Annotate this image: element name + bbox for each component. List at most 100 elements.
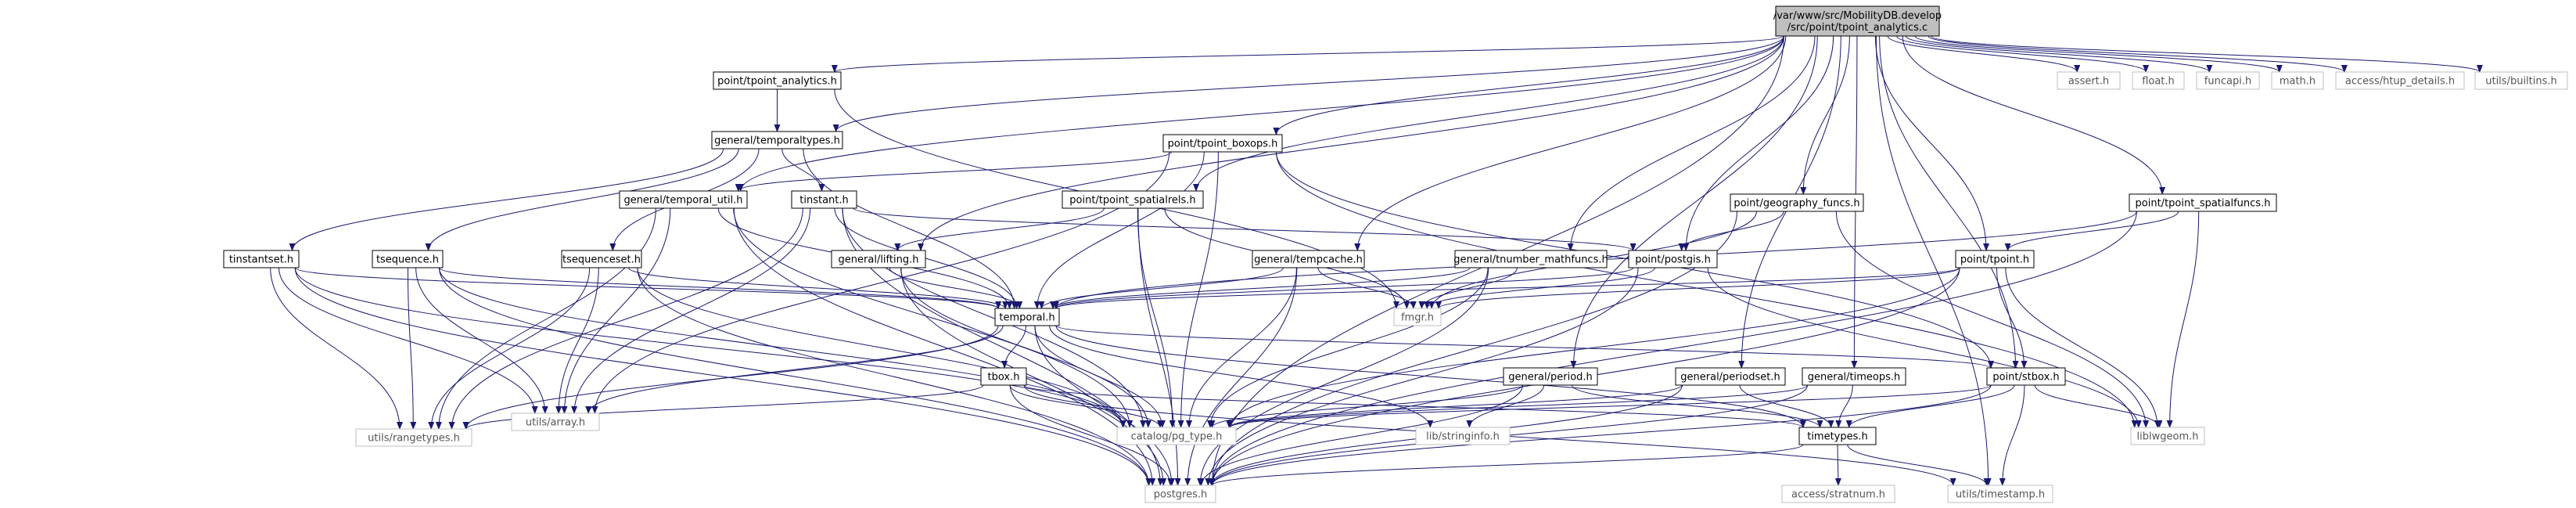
edge-temporal_util_h-to-rangetypes_h	[435, 207, 656, 430]
edge-temporal_h-to-tbox_h	[1001, 325, 1026, 369]
node-box	[1116, 427, 1237, 445]
node-periodset-h[interactable]: general/periodset.h	[1675, 367, 1786, 386]
node-htup-details-h: access/htup_details.h	[2335, 71, 2465, 90]
edge-root-to-tpoint_boxops_h	[1273, 35, 1784, 135]
node-stratnum-h: access/stratnum.h	[1781, 485, 1895, 503]
node-tnumber-mathfuncs-h[interactable]: general/tnumber_mathfuncs.h	[1453, 250, 1608, 268]
edge-temporal_h-to-timetypes_h	[1055, 325, 1806, 428]
edge-tinstantset_h-to-array_h	[278, 267, 538, 414]
node-builtins-h: utils/builtins.h	[2474, 71, 2568, 90]
node-timeops-h[interactable]: general/timeops.h	[1802, 367, 1906, 386]
node-tinstantset-h[interactable]: tinstantset.h	[223, 250, 300, 268]
node-label: fmgr.h	[1401, 312, 1434, 324]
node-temporal-h[interactable]: temporal.h	[994, 308, 1060, 326]
node-box	[223, 250, 300, 268]
node-label: utils/rangetypes.h	[368, 433, 460, 445]
node-geography-funcs-h[interactable]: point/geography_funcs.h	[1730, 193, 1864, 212]
root-label-line: /src/point/tpoint_analytics.c	[1787, 22, 1928, 34]
node-tbox-h[interactable]: tbox.h	[980, 367, 1027, 386]
edge-tinstantset_h-to-rangetypes_h	[270, 267, 403, 430]
edge-periodset_h-to-timetypes_h	[1739, 384, 1834, 428]
node-tpoint-spatialfuncs-h[interactable]: point/tpoint_spatialfuncs.h	[2129, 193, 2277, 212]
node-tpoint-h[interactable]: point/tpoint.h	[1955, 250, 2035, 268]
node-postgres-h: postgres.h	[1144, 485, 1216, 503]
edge-tinstant_h-to-postgis_h	[853, 207, 1636, 251]
edge-root-to-tpoint_spatialrels_h	[1193, 35, 1784, 192]
node-box	[2196, 71, 2260, 90]
node-label: point/tpoint.h	[1960, 254, 2029, 266]
edge-tinstantset_h-to-pg_type_h	[294, 267, 1126, 428]
node-stbox-h[interactable]: point/stbox.h	[1986, 367, 2066, 386]
edge-temporaltypes_h-to-tinstant_h	[781, 148, 825, 192]
node-timetypes-h[interactable]: timetypes.h	[1798, 427, 1877, 445]
edge-tinstant_h-to-postgres_h	[842, 207, 1164, 486]
node-temporal-util-h[interactable]: general/temporal_util.h	[619, 190, 748, 209]
edge-tpoint_boxops_h-to-temporal_h	[1033, 151, 1205, 309]
node-tpoint-boxops-h[interactable]: point/tpoint_boxops.h	[1162, 134, 1283, 153]
edge-root-to-builtins_h	[1931, 35, 2483, 73]
node-box	[1144, 485, 1216, 503]
edge-postgis_h-to-temporal_h	[1053, 267, 1634, 309]
node-box	[1628, 250, 1718, 268]
node-box	[1415, 427, 1511, 445]
edge-root-to-htup_details_h	[1928, 35, 2348, 73]
node-assert-h: assert.h	[2057, 71, 2121, 90]
node-label: point/tpoint_boxops.h	[1168, 139, 1278, 150]
edge-tpoint_spatialfuncs_h-to-tpoint_h	[2004, 211, 2179, 251]
node-tpoint-spatialrels-h[interactable]: point/tpoint_spatialrels.h	[1062, 190, 1204, 209]
node-tpoint-analytics-h[interactable]: point/tpoint_analytics.h	[713, 71, 842, 90]
node-postgis-h[interactable]: point/postgis.h	[1628, 250, 1718, 268]
node-stringinfo-h: lib/stringinfo.h	[1415, 427, 1511, 445]
edge-stbox_h-to-timetypes_h	[1845, 384, 2015, 428]
edge-temporaltypes_h-to-tinstantset_h	[289, 148, 724, 251]
node-box	[980, 367, 1027, 386]
node-box	[1802, 367, 1906, 386]
edge-tpoint_boxops_h-to-temporal_util_h	[735, 151, 1172, 192]
edge-tsequence_h-to-temporal_h	[439, 267, 1001, 309]
edge-stbox_h-to-timestamp_h	[1999, 384, 2025, 486]
node-tsequence-h[interactable]: tsequence.h	[372, 250, 444, 268]
node-root[interactable]: /var/www/src/MobilityDB.develop/src/poin…	[1773, 5, 1942, 37]
node-temporaltypes-h[interactable]: general/temporaltypes.h	[711, 131, 843, 150]
node-tempcache-h[interactable]: general/tempcache.h	[1252, 250, 1365, 268]
edge-tpoint_h-to-fmgr_h	[1435, 267, 1960, 309]
node-box	[994, 308, 1060, 326]
node-tinstant-h[interactable]: tinstant.h	[791, 190, 857, 209]
edge-tinstant_h-to-rangetypes_h	[448, 207, 803, 430]
node-label: general/timeops.h	[1808, 372, 1901, 384]
node-funcapi-h: funcapi.h	[2196, 71, 2260, 90]
node-label: postgres.h	[1154, 489, 1208, 501]
node-rangetypes-h: utils/rangetypes.h	[355, 428, 472, 447]
node-label: access/stratnum.h	[1791, 489, 1885, 501]
edge-tpoint_h-to-stbox_h	[1996, 267, 2028, 369]
node-box	[2130, 427, 2205, 445]
edge-root-to-stbox_h	[1879, 35, 2019, 369]
edge-timeops_h-to-timetypes_h	[1835, 384, 1853, 428]
edge-root-to-math_h	[1914, 35, 2283, 73]
node-float-h: float.h	[2132, 71, 2185, 90]
edge-period_h-to-postgres_h	[1198, 384, 1524, 486]
node-period-h[interactable]: general/period.h	[1503, 367, 1598, 386]
edge-root-to-float_h	[1896, 35, 2150, 73]
edge-root-to-tpoint_spatialfuncs_h	[1902, 35, 2166, 195]
node-label: lib/stringinfo.h	[1426, 431, 1500, 443]
edge-root-to-tpoint_analytics_h	[832, 35, 1784, 73]
edge-tempcache_h-to-fmgr_h	[1317, 267, 1417, 309]
edge-period_h-to-timetypes_h	[1572, 384, 1823, 428]
node-label: general/periodset.h	[1680, 372, 1780, 384]
edge-root-to-postgis_h	[1683, 35, 1834, 251]
node-tsequenceset-h[interactable]: tsequenceset.h	[561, 250, 642, 268]
edge-tpoint_boxops_h-to-liblwgeom_h	[1275, 151, 2138, 428]
node-box	[1955, 250, 2035, 268]
node-label: tbox.h	[988, 372, 1020, 384]
node-liblwgeom-h: liblwgeom.h	[2130, 427, 2205, 445]
edge-root-to-tempcache_h	[1354, 35, 1787, 251]
edge-root-to-temporaltypes_h	[832, 35, 1784, 132]
node-box	[1798, 427, 1877, 445]
node-label: tsequenceset.h	[562, 254, 641, 266]
node-lifting-h[interactable]: general/lifting.h	[831, 250, 926, 268]
node-box	[1730, 193, 1864, 212]
edge-tsequenceset_h-to-array_h	[555, 267, 599, 414]
edge-tsequenceset_h-to-postgres_h	[637, 267, 1152, 486]
edge-tsequenceset_h-to-pg_type_h	[637, 267, 1126, 428]
